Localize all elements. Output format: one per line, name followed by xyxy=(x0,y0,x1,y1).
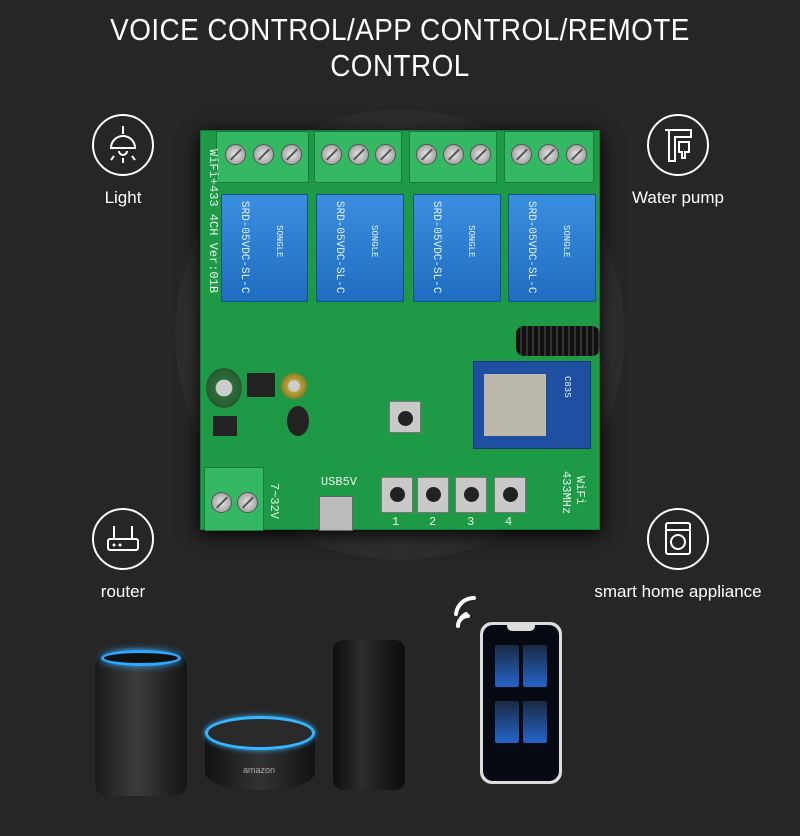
channel-button-1[interactable] xyxy=(381,477,413,513)
feature-water-pump: Water pump xyxy=(598,114,758,208)
terminal-block xyxy=(409,131,497,183)
smartphone xyxy=(480,622,562,784)
echo-dot: amazon xyxy=(205,712,315,792)
feature-smart-home: smart home appliance xyxy=(578,508,778,602)
water-pump-icon xyxy=(647,114,709,176)
smart-speaker xyxy=(95,648,187,796)
page-title: VOICE CONTROL/APP CONTROL/REMOTE CONTROL xyxy=(110,12,690,83)
terminal-block xyxy=(504,131,594,183)
terminal-block xyxy=(314,131,402,183)
inductor xyxy=(287,406,309,436)
washing-machine-icon xyxy=(647,508,709,570)
ic-chip xyxy=(247,373,275,397)
reset-button[interactable] xyxy=(389,401,421,433)
switch-tile[interactable] xyxy=(495,701,519,743)
wifi-signal-icon xyxy=(452,595,492,637)
feature-light: Light xyxy=(43,114,203,208)
switch-tile[interactable] xyxy=(523,645,547,687)
amazon-logo: amazon xyxy=(243,765,276,775)
switch-tile[interactable] xyxy=(495,645,519,687)
bridge-rectifier xyxy=(213,416,237,436)
channel-button-4[interactable] xyxy=(494,477,526,513)
light-bulb-icon xyxy=(92,114,154,176)
switch-tile[interactable] xyxy=(523,701,547,743)
capacitor xyxy=(281,373,307,399)
usb-c-port[interactable] xyxy=(319,496,353,531)
feature-router: router xyxy=(43,508,203,602)
terminal-block xyxy=(216,131,309,183)
channel-button-3[interactable] xyxy=(455,477,487,513)
google-speaker xyxy=(333,640,405,790)
router-icon xyxy=(92,508,154,570)
wifi-module: C83S xyxy=(473,361,591,449)
channel-button-2[interactable] xyxy=(417,477,449,513)
capacitor xyxy=(206,368,242,408)
board-silkscreen: WiFi+433 4CH Ver:01B xyxy=(206,149,220,294)
antenna-coil xyxy=(516,326,600,356)
power-terminal xyxy=(204,467,264,531)
